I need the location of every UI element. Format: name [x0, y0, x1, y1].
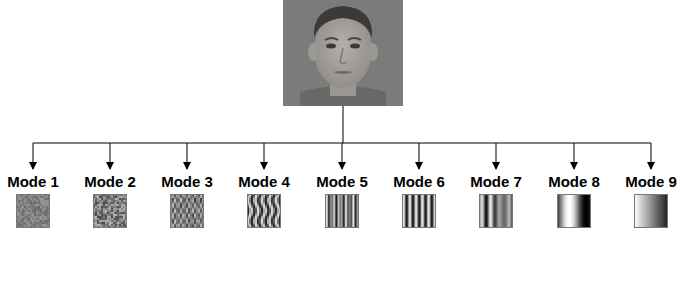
- mode-image: [479, 194, 513, 228]
- tree-arrow: [187, 143, 188, 169]
- tree-arrow: [651, 143, 652, 169]
- tree-arrow: [342, 143, 343, 169]
- mode-node: Mode 2: [84, 173, 136, 228]
- mode-node: Mode 5: [316, 173, 368, 228]
- mode-image: [402, 194, 436, 228]
- mode-node: Mode 4: [238, 173, 290, 228]
- tree-arrow: [110, 143, 111, 169]
- tree-arrow: [419, 143, 420, 169]
- mode-image: [170, 194, 204, 228]
- mode-image: [247, 194, 281, 228]
- mode-image: [93, 194, 127, 228]
- mode-node: Mode 8: [548, 173, 600, 228]
- tree-arrow: [264, 143, 265, 169]
- mode-node: Mode 6: [393, 173, 445, 228]
- mode-label: Mode 2: [84, 173, 136, 190]
- mode-label: Mode 5: [316, 173, 368, 190]
- mode-label: Mode 6: [393, 173, 445, 190]
- mode-label: Mode 4: [238, 173, 290, 190]
- tree-arrow: [496, 143, 497, 169]
- tree-arrow: [574, 143, 575, 169]
- mode-node: Mode 3: [161, 173, 213, 228]
- mode-label: Mode 8: [548, 173, 600, 190]
- mode-image: [16, 194, 50, 228]
- mode-image: [325, 194, 359, 228]
- tree-arrow: [33, 143, 34, 169]
- mode-node: Mode 7: [470, 173, 522, 228]
- mode-node: Mode 1: [7, 173, 59, 228]
- face-photo: [283, 0, 403, 106]
- mode-label: Mode 7: [470, 173, 522, 190]
- mode-label: Mode 9: [625, 173, 677, 190]
- mode-label: Mode 3: [161, 173, 213, 190]
- mode-node: Mode 9: [625, 173, 677, 228]
- mode-label: Mode 1: [7, 173, 59, 190]
- mode-image: [557, 194, 591, 228]
- mode-image: [634, 194, 668, 228]
- tree-connector: [33, 106, 651, 169]
